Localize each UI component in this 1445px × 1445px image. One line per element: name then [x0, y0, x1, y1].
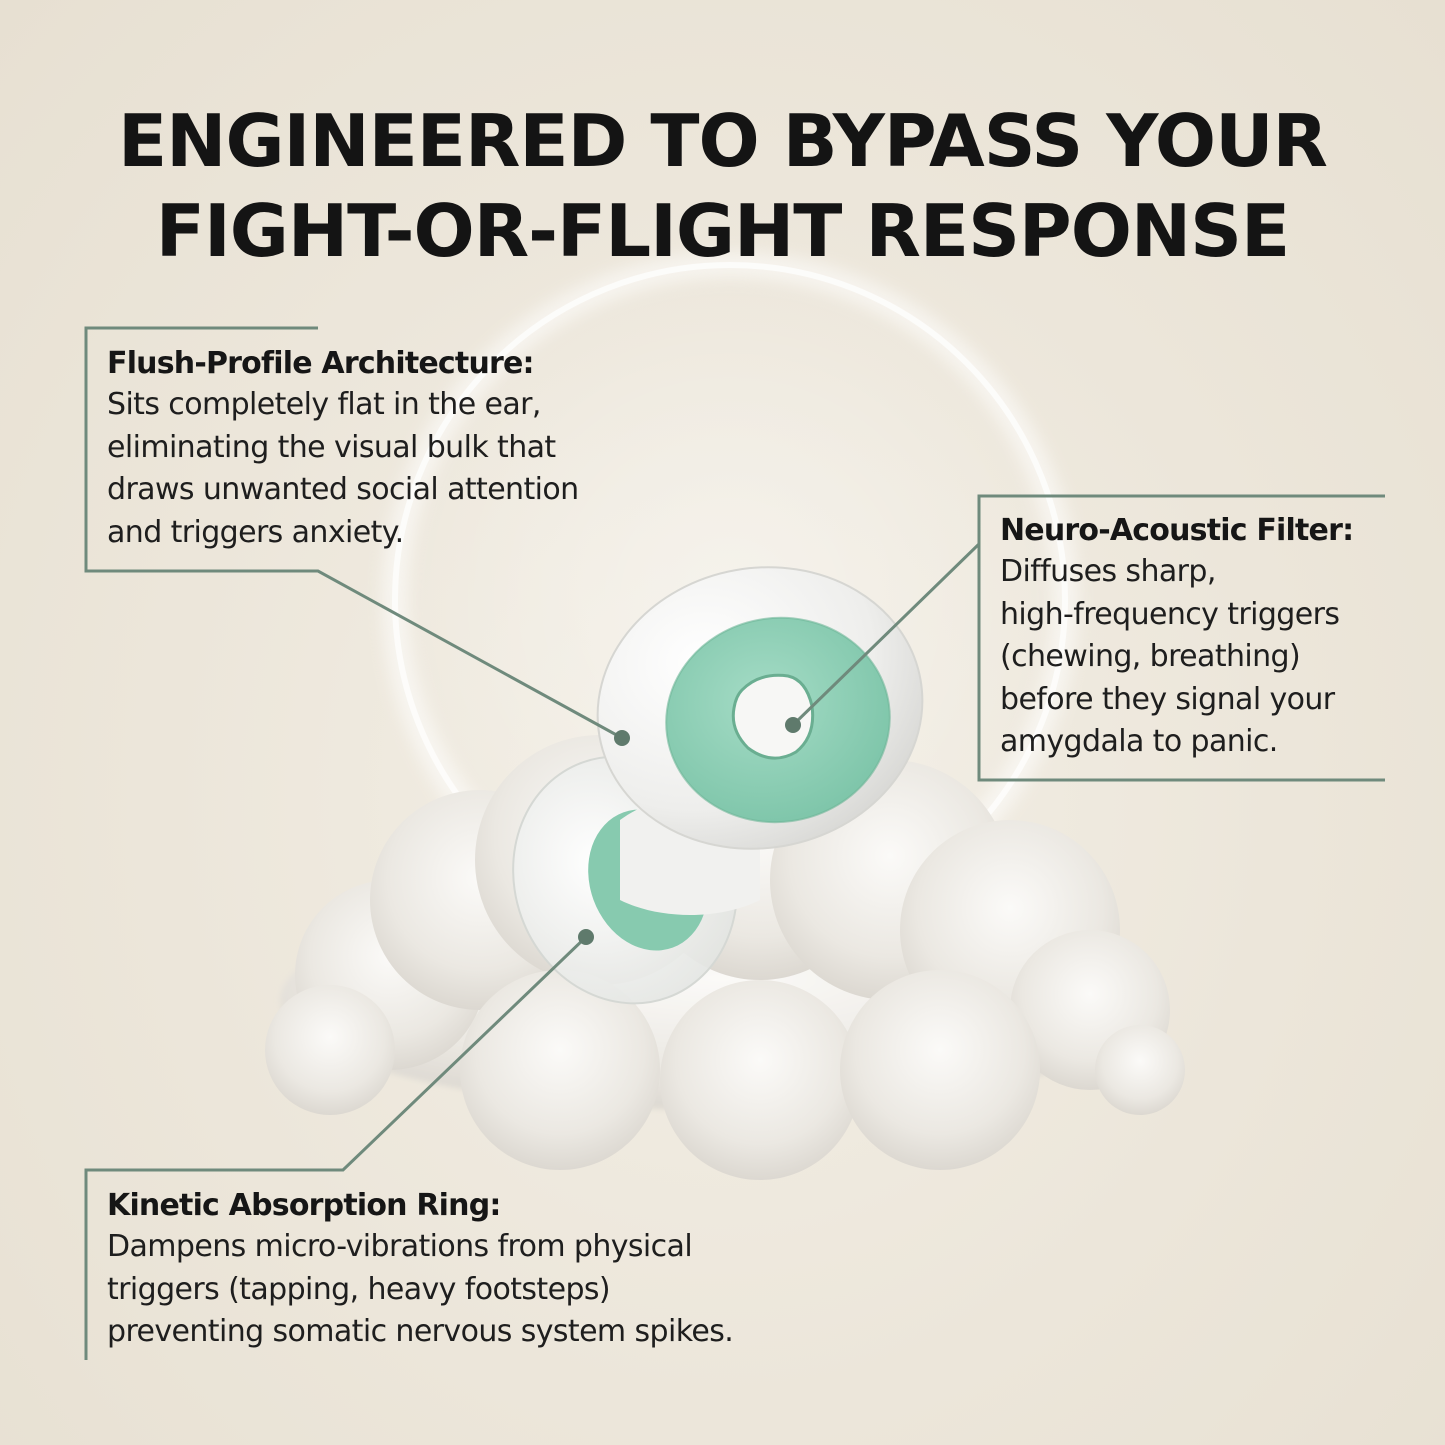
- callout-neuro-acoustic: Neuro-Acoustic Filter: Diffuses sharp, h…: [1000, 511, 1440, 764]
- callout-title: Neuro-Acoustic Filter:: [1000, 513, 1354, 548]
- callout-body-line: preventing somatic nervous system spikes…: [107, 1314, 734, 1349]
- callout-body-line: triggers (tapping, heavy footsteps): [107, 1271, 611, 1307]
- flush-leader-line: [84, 326, 623, 740]
- callout-body-line: (chewing, breathing): [1000, 639, 1301, 674]
- callout-leader-lines: [84, 326, 1385, 1360]
- neuro-leader-line: [791, 494, 1385, 782]
- kinetic-leader-line: [84, 935, 588, 1360]
- earplug: [512, 566, 924, 1005]
- callout-flush-profile: Flush-Profile Architecture: Sits complet…: [107, 344, 667, 554]
- callout-body-line: Sits completely flat in the ear,: [107, 387, 541, 422]
- flush-anchor-dot: [614, 730, 630, 746]
- callout-title: Flush-Profile Architecture:: [107, 346, 535, 381]
- callout-body-line: amygdala to panic.: [1000, 724, 1278, 759]
- headline: ENGINEERED TO BYPASS YOUR FIGHT-OR-FLIGH…: [0, 96, 1445, 276]
- callout-title: Kinetic Absorption Ring:: [107, 1188, 501, 1223]
- callout-body-line: Dampens micro-vibrations from physical: [107, 1229, 693, 1264]
- callout-kinetic-absorption: Kinetic Absorption Ring: Dampens micro-v…: [107, 1186, 867, 1354]
- callout-body-line: draws unwanted social attention: [107, 472, 579, 507]
- callout-body-line: and triggers anxiety.: [107, 514, 404, 550]
- callout-body-line: high-frequency triggers: [1000, 596, 1340, 632]
- neuro-anchor-dot: [785, 717, 801, 733]
- callout-body-line: Diffuses sharp,: [1000, 554, 1216, 589]
- callout-body-line: eliminating the visual bulk that: [107, 429, 556, 465]
- callout-anchor-dots: [578, 717, 801, 945]
- headline-line-2: FIGHT-OR-FLIGHT RESPONSE: [155, 189, 1290, 273]
- callout-body-line: before they signal your: [1000, 681, 1335, 717]
- headline-line-1: ENGINEERED TO BYPASS YOUR: [118, 99, 1328, 183]
- kinetic-anchor-dot: [578, 929, 594, 945]
